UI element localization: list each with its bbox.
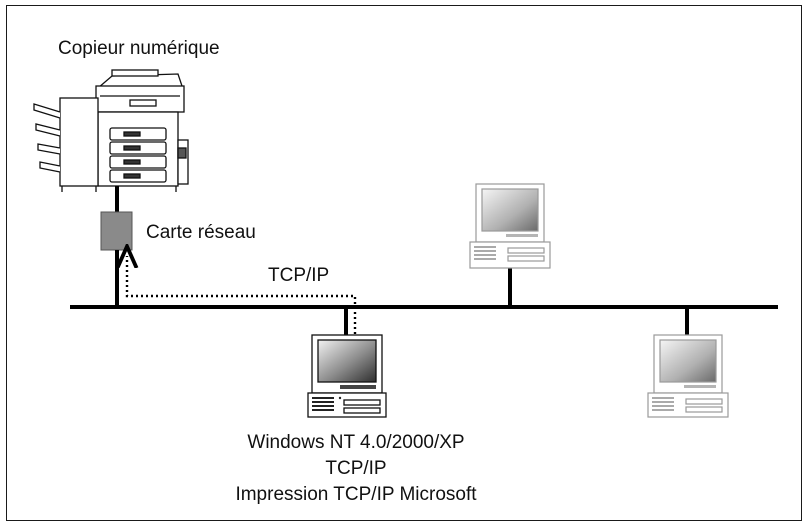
tcpip-path [127, 256, 357, 344]
computer-3-icon [647, 334, 729, 418]
client-caption-protocol: TCP/IP [325, 458, 387, 479]
network-card-label: Carte réseau [146, 222, 256, 243]
client-computer-icon [307, 334, 387, 418]
copier-icon [33, 69, 189, 192]
network-card-icon [100, 211, 133, 251]
diagram-frame [6, 5, 802, 521]
computer-2-icon [469, 183, 551, 269]
client-caption-os: Windows NT 4.0/2000/XP [247, 432, 465, 453]
protocol-label: TCP/IP [268, 265, 330, 286]
client-caption: Windows NT 4.0/2000/XP TCP/IP Impression… [196, 430, 516, 508]
copier-title: Copieur numérique [58, 38, 220, 59]
client-caption-printing: Impression TCP/IP Microsoft [235, 484, 477, 505]
